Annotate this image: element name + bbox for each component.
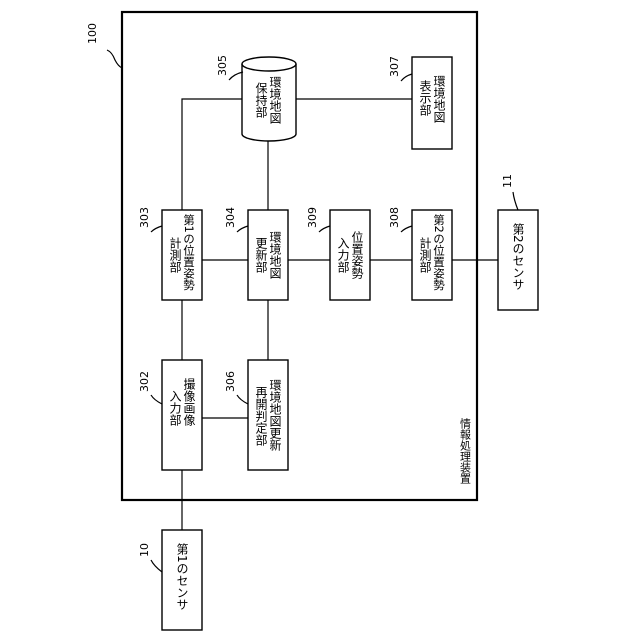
first-sensor-label: 第1のセンサ <box>175 543 189 611</box>
unit-306-label-line1: 環境地図更新 <box>268 379 282 451</box>
unit-302-label-line2: 入力部 <box>168 390 182 426</box>
environment-map-holding-unit: 環境地図 保持部 305 <box>216 55 296 141</box>
unit-306-number: 306 <box>224 371 237 392</box>
unit-303-number: 303 <box>138 207 151 228</box>
unit-306-label-line2: 再開判定部 <box>254 386 268 446</box>
unit-305-label-line1: 環境地図 <box>268 76 282 124</box>
unit-304-number: 304 <box>224 207 237 228</box>
device-leader-line <box>107 50 122 68</box>
unit-302-number: 302 <box>138 371 151 392</box>
unit-304-label-line1: 環境地図 <box>268 231 282 279</box>
first-sensor: 第1のセンサ 10 <box>138 530 202 630</box>
unit-305-label-line2: 保持部 <box>254 82 268 118</box>
unit-303-label-line1: 第1の位置姿勢 <box>182 213 196 291</box>
captured-image-input-unit: 撮像画像 入力部 302 <box>138 360 202 470</box>
device-caption: 情報処理装置 <box>459 418 472 484</box>
connection-lines <box>182 92 498 530</box>
unit-308-label-line2: 計測部 <box>418 236 432 273</box>
unit-303-label-line2: 計測部 <box>168 236 182 273</box>
first-sensor-number: 10 <box>138 543 151 557</box>
unit-308-number: 308 <box>388 207 401 228</box>
unit-309-label-line1: 位置姿勢 <box>350 230 364 280</box>
unit-308-label-line1: 第2の位置姿勢 <box>432 213 446 291</box>
environment-map-update-unit: 環境地図 更新部 304 <box>224 207 288 300</box>
second-sensor-number: 11 <box>501 174 514 188</box>
device-number-label: 100 <box>86 23 99 44</box>
unit-307-label-line1: 環境地図 <box>432 75 446 123</box>
unit-304-label-line2: 更新部 <box>254 237 268 273</box>
second-pose-measurement-unit: 第2の位置姿勢 計測部 308 <box>388 207 452 300</box>
unit-309-label-line2: 入力部 <box>336 237 350 273</box>
environment-map-display-unit: 環境地図 表示部 307 <box>388 56 452 149</box>
unit-307-label-line2: 表示部 <box>418 80 432 116</box>
first-pose-measurement-unit: 第1の位置姿勢 計測部 303 <box>138 207 202 300</box>
second-sensor: 第2のセンサ 11 <box>498 174 538 310</box>
unit-307-number: 307 <box>388 56 401 77</box>
map-update-resume-determination-unit: 環境地図更新 再開判定部 306 <box>224 360 288 470</box>
unit-309-number: 309 <box>306 207 319 228</box>
unit-302-label-line1: 撮像画像 <box>182 378 196 426</box>
second-sensor-label: 第2のセンサ <box>511 223 525 291</box>
unit-305-number: 305 <box>216 55 229 76</box>
pose-input-unit: 位置姿勢 入力部 309 <box>306 207 370 300</box>
